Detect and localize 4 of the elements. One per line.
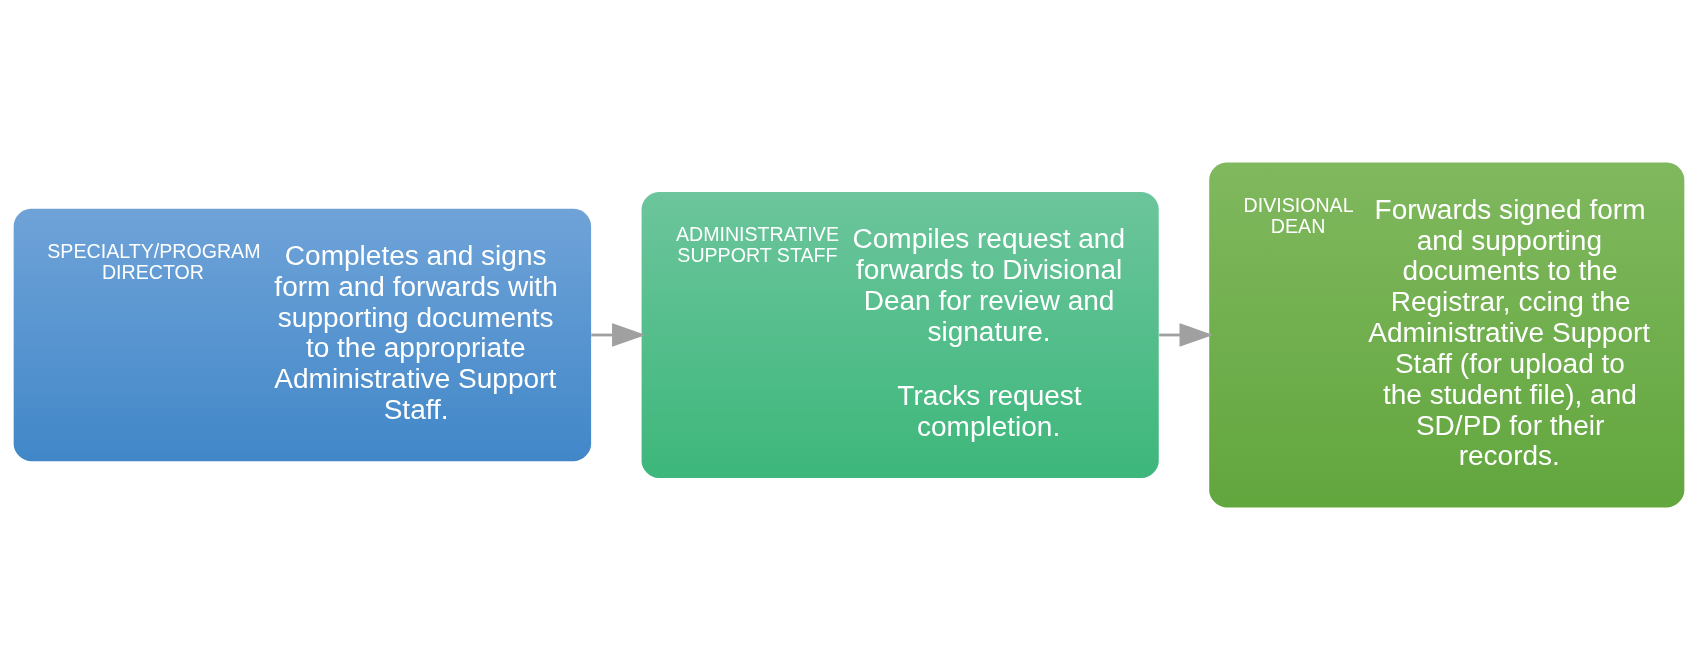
node-box: SPECIALTY/PROGRAM DIRECTOR Completes and signs form and forwards with supporting documents to the appropriate Administrative Support Staff. (13, 208, 592, 462)
node-box: DIVISIONAL DEAN Forwards signed form and supporting documents to the Registrar, ccing the Administrative Support Staff (for upload to the student file), and SD/PD for their records. (1209, 162, 1685, 508)
arrow (1159, 323, 1214, 347)
arrow (591, 323, 646, 347)
